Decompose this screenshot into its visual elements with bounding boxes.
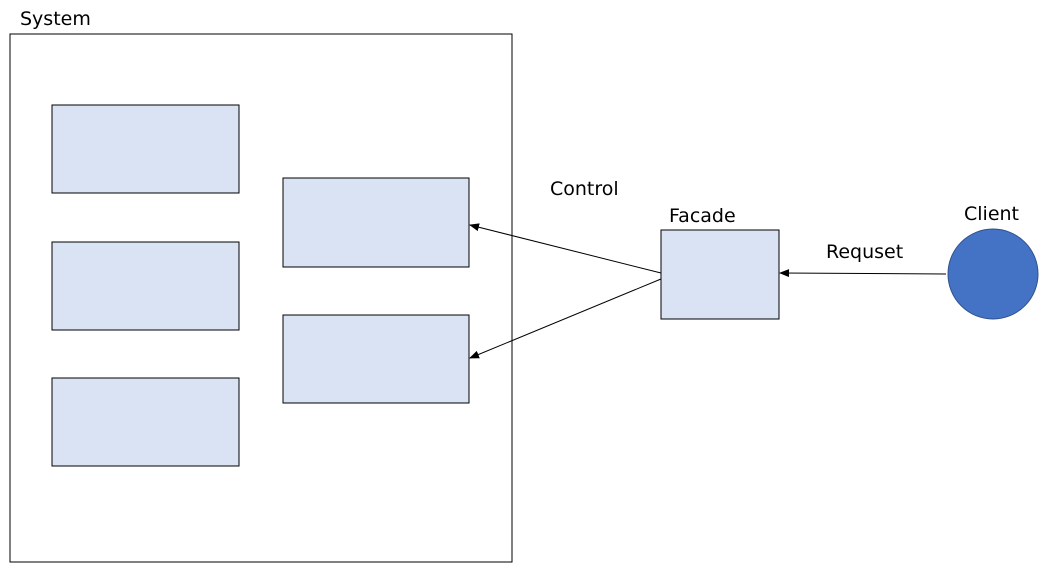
subsystem-box-1 xyxy=(51,104,240,194)
request-arrow xyxy=(779,269,947,278)
client-circle xyxy=(947,228,1039,320)
control-arrow-upper xyxy=(469,223,662,274)
request-label: Requset xyxy=(826,241,903,263)
system-label: System xyxy=(20,8,91,30)
client-label: Client xyxy=(964,203,1019,225)
subsystem-box-2 xyxy=(51,241,240,331)
facade-box xyxy=(660,229,780,320)
control-arrow-lower xyxy=(469,278,662,359)
subsystem-box-5 xyxy=(282,314,470,404)
subsystem-box-3 xyxy=(51,377,240,467)
control-label: Control xyxy=(550,178,619,200)
facade-label: Facade xyxy=(669,205,736,227)
subsystem-box-4 xyxy=(282,177,470,268)
